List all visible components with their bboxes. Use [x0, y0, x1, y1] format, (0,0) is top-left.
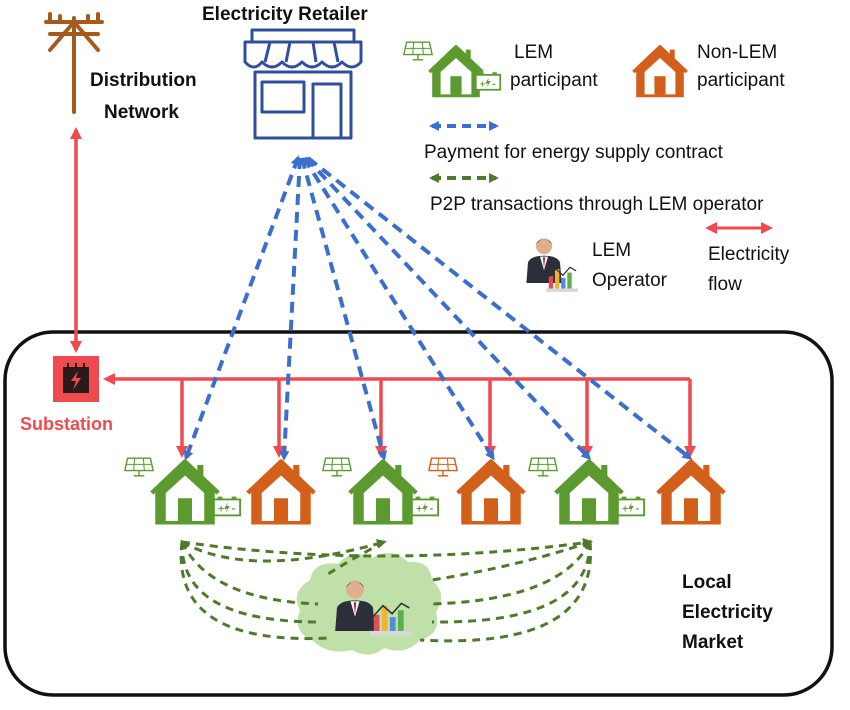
distribution-network-label: Distribution Network: [90, 70, 202, 123]
legend-flow-line2: flow: [708, 274, 742, 295]
house-1-battery-icon: [212, 495, 242, 517]
houses: [124, 457, 725, 525]
distribution-network-line2: Network: [104, 102, 179, 123]
distribution-pole-icon: [44, 12, 104, 114]
electricity-bus: [103, 373, 696, 458]
substation-label: Substation: [20, 414, 113, 434]
legend-flow-line1: Electricity: [708, 244, 790, 265]
payment-lines: [183, 155, 693, 461]
legend-payment-label: Payment for energy supply contract: [424, 142, 724, 163]
legend-lem-line1: LEM: [514, 42, 553, 63]
retailer-shop-icon: [243, 28, 363, 140]
electricity-retailer-label: Electricity Retailer: [202, 4, 368, 25]
house-6-non-lem-icon: [658, 462, 725, 525]
local-market-line3: Market: [682, 632, 744, 653]
local-market-label: Local Electricity Market: [682, 572, 778, 653]
legend-electricity-flow-label: Electricity flow: [708, 244, 795, 295]
legend-operator-line1: LEM: [592, 240, 631, 261]
substation-icon: [53, 356, 99, 402]
legend-battery-icon: [474, 71, 502, 91]
legend-non-lem-line2: participant: [697, 70, 785, 91]
house-5-battery-icon: [616, 495, 646, 517]
p2p-lines: [179, 537, 593, 643]
legend-operator-line2: Operator: [592, 270, 668, 291]
legend-lem-operator-label: LEM Operator: [592, 240, 668, 291]
legend-non-lem-line1: Non-LEM: [697, 42, 777, 63]
house-5-solar-icon: [528, 457, 558, 477]
legend-solar-icon: [403, 41, 433, 61]
house-3-lem-icon: [350, 462, 417, 525]
local-market-boundary: [3, 330, 834, 697]
legend-lem-line2: participant: [510, 70, 598, 91]
local-market-line1: Local: [682, 572, 732, 593]
house-3-battery-icon: [410, 495, 440, 517]
house-4-non-lem-icon: [458, 462, 525, 525]
legend-non-lem-participant-label: Non-LEM participant: [697, 42, 785, 91]
legend: LEM participant Non-LEM participant Paym…: [403, 41, 795, 295]
legend-p2p-label: P2P transactions through LEM operator: [430, 194, 764, 215]
house-2-non-lem-icon: [248, 462, 315, 525]
legend-lem-house-icon: [428, 45, 484, 99]
legend-non-lem-house-icon: [632, 45, 688, 99]
house-5-lem-icon: [556, 462, 623, 525]
house-1-lem-icon: [152, 462, 219, 525]
house-4-solar-icon: [428, 457, 458, 477]
house-1-solar-icon: [124, 457, 154, 477]
local-market-line2: Electricity: [682, 602, 773, 623]
operator-cloud: [296, 552, 442, 655]
distribution-network-line1: Distribution: [90, 70, 197, 91]
house-3-solar-icon: [322, 457, 352, 477]
legend-lem-participant-label: LEM participant: [510, 42, 598, 91]
